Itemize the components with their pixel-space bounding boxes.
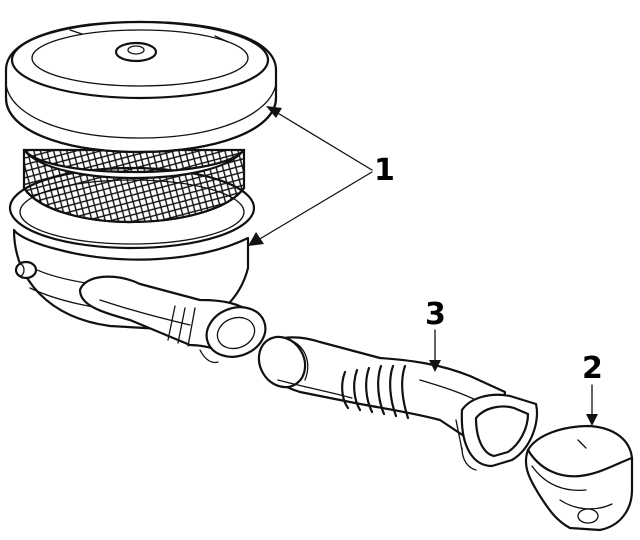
arrowhead-2 [586,414,598,426]
filter-element [22,148,246,224]
adapter-elbow [524,424,634,532]
callout-label-1: 1 [374,153,395,188]
air-cleaner-assembly [4,20,278,364]
arrowhead-1b [248,232,264,246]
callout-label-3: 3 [425,297,446,332]
callout-leaders [248,106,598,426]
wing-nut [114,41,158,63]
housing-outlet-tube [78,275,267,364]
callout-label-2: 2 [582,351,603,386]
arrowhead-3 [429,360,441,372]
intake-duct [257,335,538,471]
duct-corrugations [341,364,410,420]
arrowhead-1a [266,106,282,118]
air-cleaner-lid [4,20,278,154]
